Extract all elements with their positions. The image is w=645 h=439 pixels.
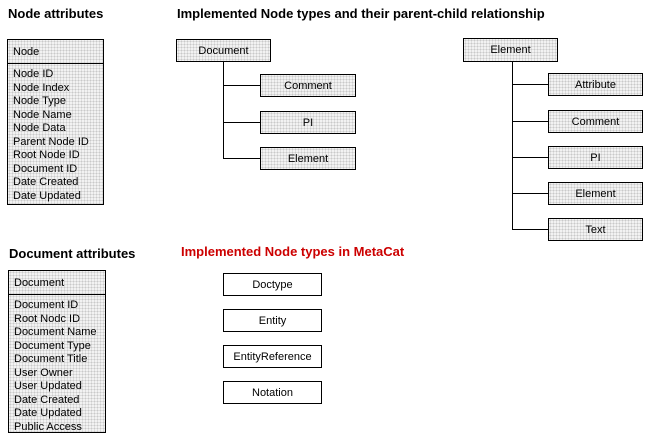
node-attributes-table: Node Node ID Node Index Node Type Node N… bbox=[7, 39, 104, 205]
node-attributes-heading: Node attributes bbox=[8, 6, 104, 21]
element-tree-child-box: PI bbox=[548, 146, 643, 169]
connector-line bbox=[223, 122, 260, 123]
document-tree-child-box: Element bbox=[260, 147, 356, 170]
table-row: Node Index bbox=[13, 81, 70, 94]
connector-line bbox=[512, 193, 548, 194]
node-table-header: Node bbox=[8, 40, 103, 64]
table-row: Root Nodc ID bbox=[14, 312, 81, 325]
connector-line bbox=[512, 229, 548, 230]
table-row: Document ID bbox=[14, 299, 79, 311]
metacat-type-box: Entity bbox=[223, 309, 322, 332]
metacat-type-box: Doctype bbox=[223, 273, 322, 296]
table-row: Node Name bbox=[13, 108, 72, 121]
table-row: Date Updated bbox=[14, 407, 82, 419]
element-tree-child-box: Attribute bbox=[548, 73, 643, 96]
document-table-header: Document bbox=[9, 271, 105, 295]
node-table-body: Node ID Node Index Node Type Node Name N… bbox=[8, 64, 103, 203]
table-row: Root Node ID bbox=[13, 149, 80, 161]
connector-line bbox=[223, 85, 260, 86]
table-row: Date Updated bbox=[13, 189, 81, 202]
element-tree-child-box: Text bbox=[548, 218, 643, 241]
connector-line bbox=[512, 121, 548, 122]
document-attributes-heading: Document attributes bbox=[9, 246, 136, 261]
table-row: User Updated bbox=[14, 380, 82, 392]
document-tree-child-box: Comment bbox=[260, 74, 356, 97]
document-tree-parent-box: Document bbox=[176, 39, 271, 62]
connector-line bbox=[512, 157, 548, 158]
table-row: Node Data bbox=[13, 122, 66, 134]
document-attributes-table: Document Document ID Root Nodc ID Docume… bbox=[8, 270, 106, 433]
table-row: User Owner bbox=[14, 366, 73, 379]
connector-line bbox=[223, 158, 260, 159]
document-table-body: Document ID Root Nodc ID Document Name D… bbox=[9, 295, 105, 434]
table-row: Date Created bbox=[14, 393, 80, 406]
metacat-type-box: Notation bbox=[223, 381, 322, 404]
connector-line bbox=[512, 62, 513, 230]
table-row: Node Type bbox=[13, 95, 67, 107]
element-tree-child-box: Element bbox=[548, 182, 643, 205]
element-tree-parent-box: Element bbox=[463, 38, 558, 62]
table-row: Parent Node ID bbox=[13, 135, 89, 148]
metacat-type-box: EntityReference bbox=[223, 345, 322, 368]
metacat-types-heading: Implemented Node types in MetaCat bbox=[181, 244, 405, 259]
connector-line bbox=[512, 84, 548, 85]
document-tree-child-box: PI bbox=[260, 111, 356, 134]
table-row: Document Title bbox=[14, 353, 88, 365]
element-tree-child-box: Comment bbox=[548, 110, 643, 133]
table-row: Document Name bbox=[14, 326, 97, 338]
table-row: Node ID bbox=[13, 68, 54, 80]
connector-line bbox=[223, 62, 224, 158]
implemented-types-heading: Implemented Node types and their parent-… bbox=[177, 6, 545, 21]
table-row: Document ID bbox=[13, 162, 78, 175]
table-row: Date Created bbox=[13, 176, 79, 188]
table-row: Public Access bbox=[14, 420, 82, 433]
table-row: Document Type bbox=[14, 339, 91, 352]
